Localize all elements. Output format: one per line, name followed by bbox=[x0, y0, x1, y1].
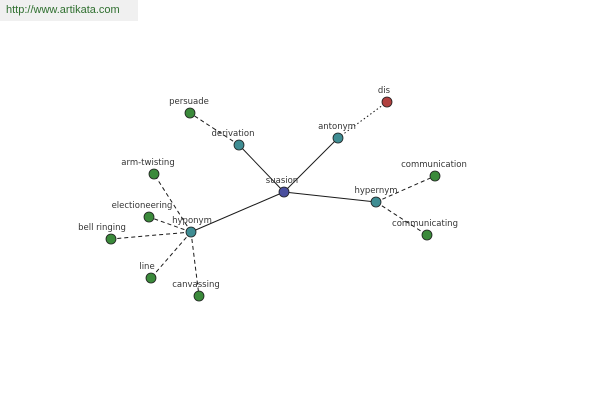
edge-suasion-hyponym bbox=[190, 191, 285, 233]
node-electioneering[interactable] bbox=[143, 211, 155, 223]
node-bell-ringing[interactable] bbox=[105, 233, 117, 245]
labels: suasion derivation antonym hypernym hyponym p… bbox=[78, 86, 467, 290]
label-canvassing: canvassing bbox=[172, 280, 220, 290]
node-antonym[interactable] bbox=[332, 132, 344, 144]
node-canvassing[interactable] bbox=[193, 290, 205, 302]
nodes bbox=[105, 96, 441, 302]
source-url[interactable]: http://www.artikata.com bbox=[6, 4, 120, 16]
label-electioneering: electioneering bbox=[112, 201, 173, 211]
edge-hyponym-line bbox=[150, 231, 192, 279]
edge-derivation-persuade bbox=[189, 112, 240, 146]
label-persuade: persuade bbox=[169, 97, 209, 107]
label-derivation: derivation bbox=[211, 129, 254, 139]
label-hyponym: hyponym bbox=[172, 216, 212, 226]
label-arm-twisting: arm-twisting bbox=[121, 158, 174, 168]
label-dis: dis bbox=[378, 86, 391, 96]
edge-suasion-derivation bbox=[238, 144, 285, 193]
source-banner: http://www.artikata.com bbox=[0, 0, 138, 21]
edge-suasion-hypernym bbox=[283, 191, 377, 203]
edge-hyponym-bell-ringing bbox=[110, 231, 192, 240]
node-line[interactable] bbox=[145, 272, 157, 284]
node-suasion[interactable] bbox=[278, 186, 290, 198]
node-hyponym[interactable] bbox=[185, 226, 197, 238]
node-hypernym[interactable] bbox=[370, 196, 382, 208]
label-suasion: suasion bbox=[266, 176, 298, 186]
label-communicating: communicating bbox=[392, 219, 458, 229]
label-antonym: antonym bbox=[318, 122, 356, 132]
edge-antonym-dis bbox=[337, 101, 388, 139]
node-communication[interactable] bbox=[429, 170, 441, 182]
edge-hypernym-communication bbox=[375, 175, 436, 203]
edge-hypernym-communicating bbox=[375, 201, 428, 236]
edge-hyponym-arm-twisting bbox=[153, 173, 192, 233]
node-arm-twisting[interactable] bbox=[148, 168, 160, 180]
edge-suasion-antonym bbox=[283, 137, 339, 193]
label-line: line bbox=[139, 262, 154, 272]
node-dis[interactable] bbox=[381, 96, 393, 108]
node-communicating[interactable] bbox=[421, 229, 433, 241]
edges bbox=[110, 101, 436, 297]
label-communication: communication bbox=[401, 160, 467, 170]
edge-hyponym-electioneering bbox=[148, 216, 192, 233]
node-persuade[interactable] bbox=[184, 107, 196, 119]
edge-hyponym-canvassing bbox=[190, 231, 200, 297]
node-derivation[interactable] bbox=[233, 139, 245, 151]
label-hypernym: hypernym bbox=[354, 186, 397, 196]
label-bell-ringing: bell ringing bbox=[78, 223, 126, 233]
